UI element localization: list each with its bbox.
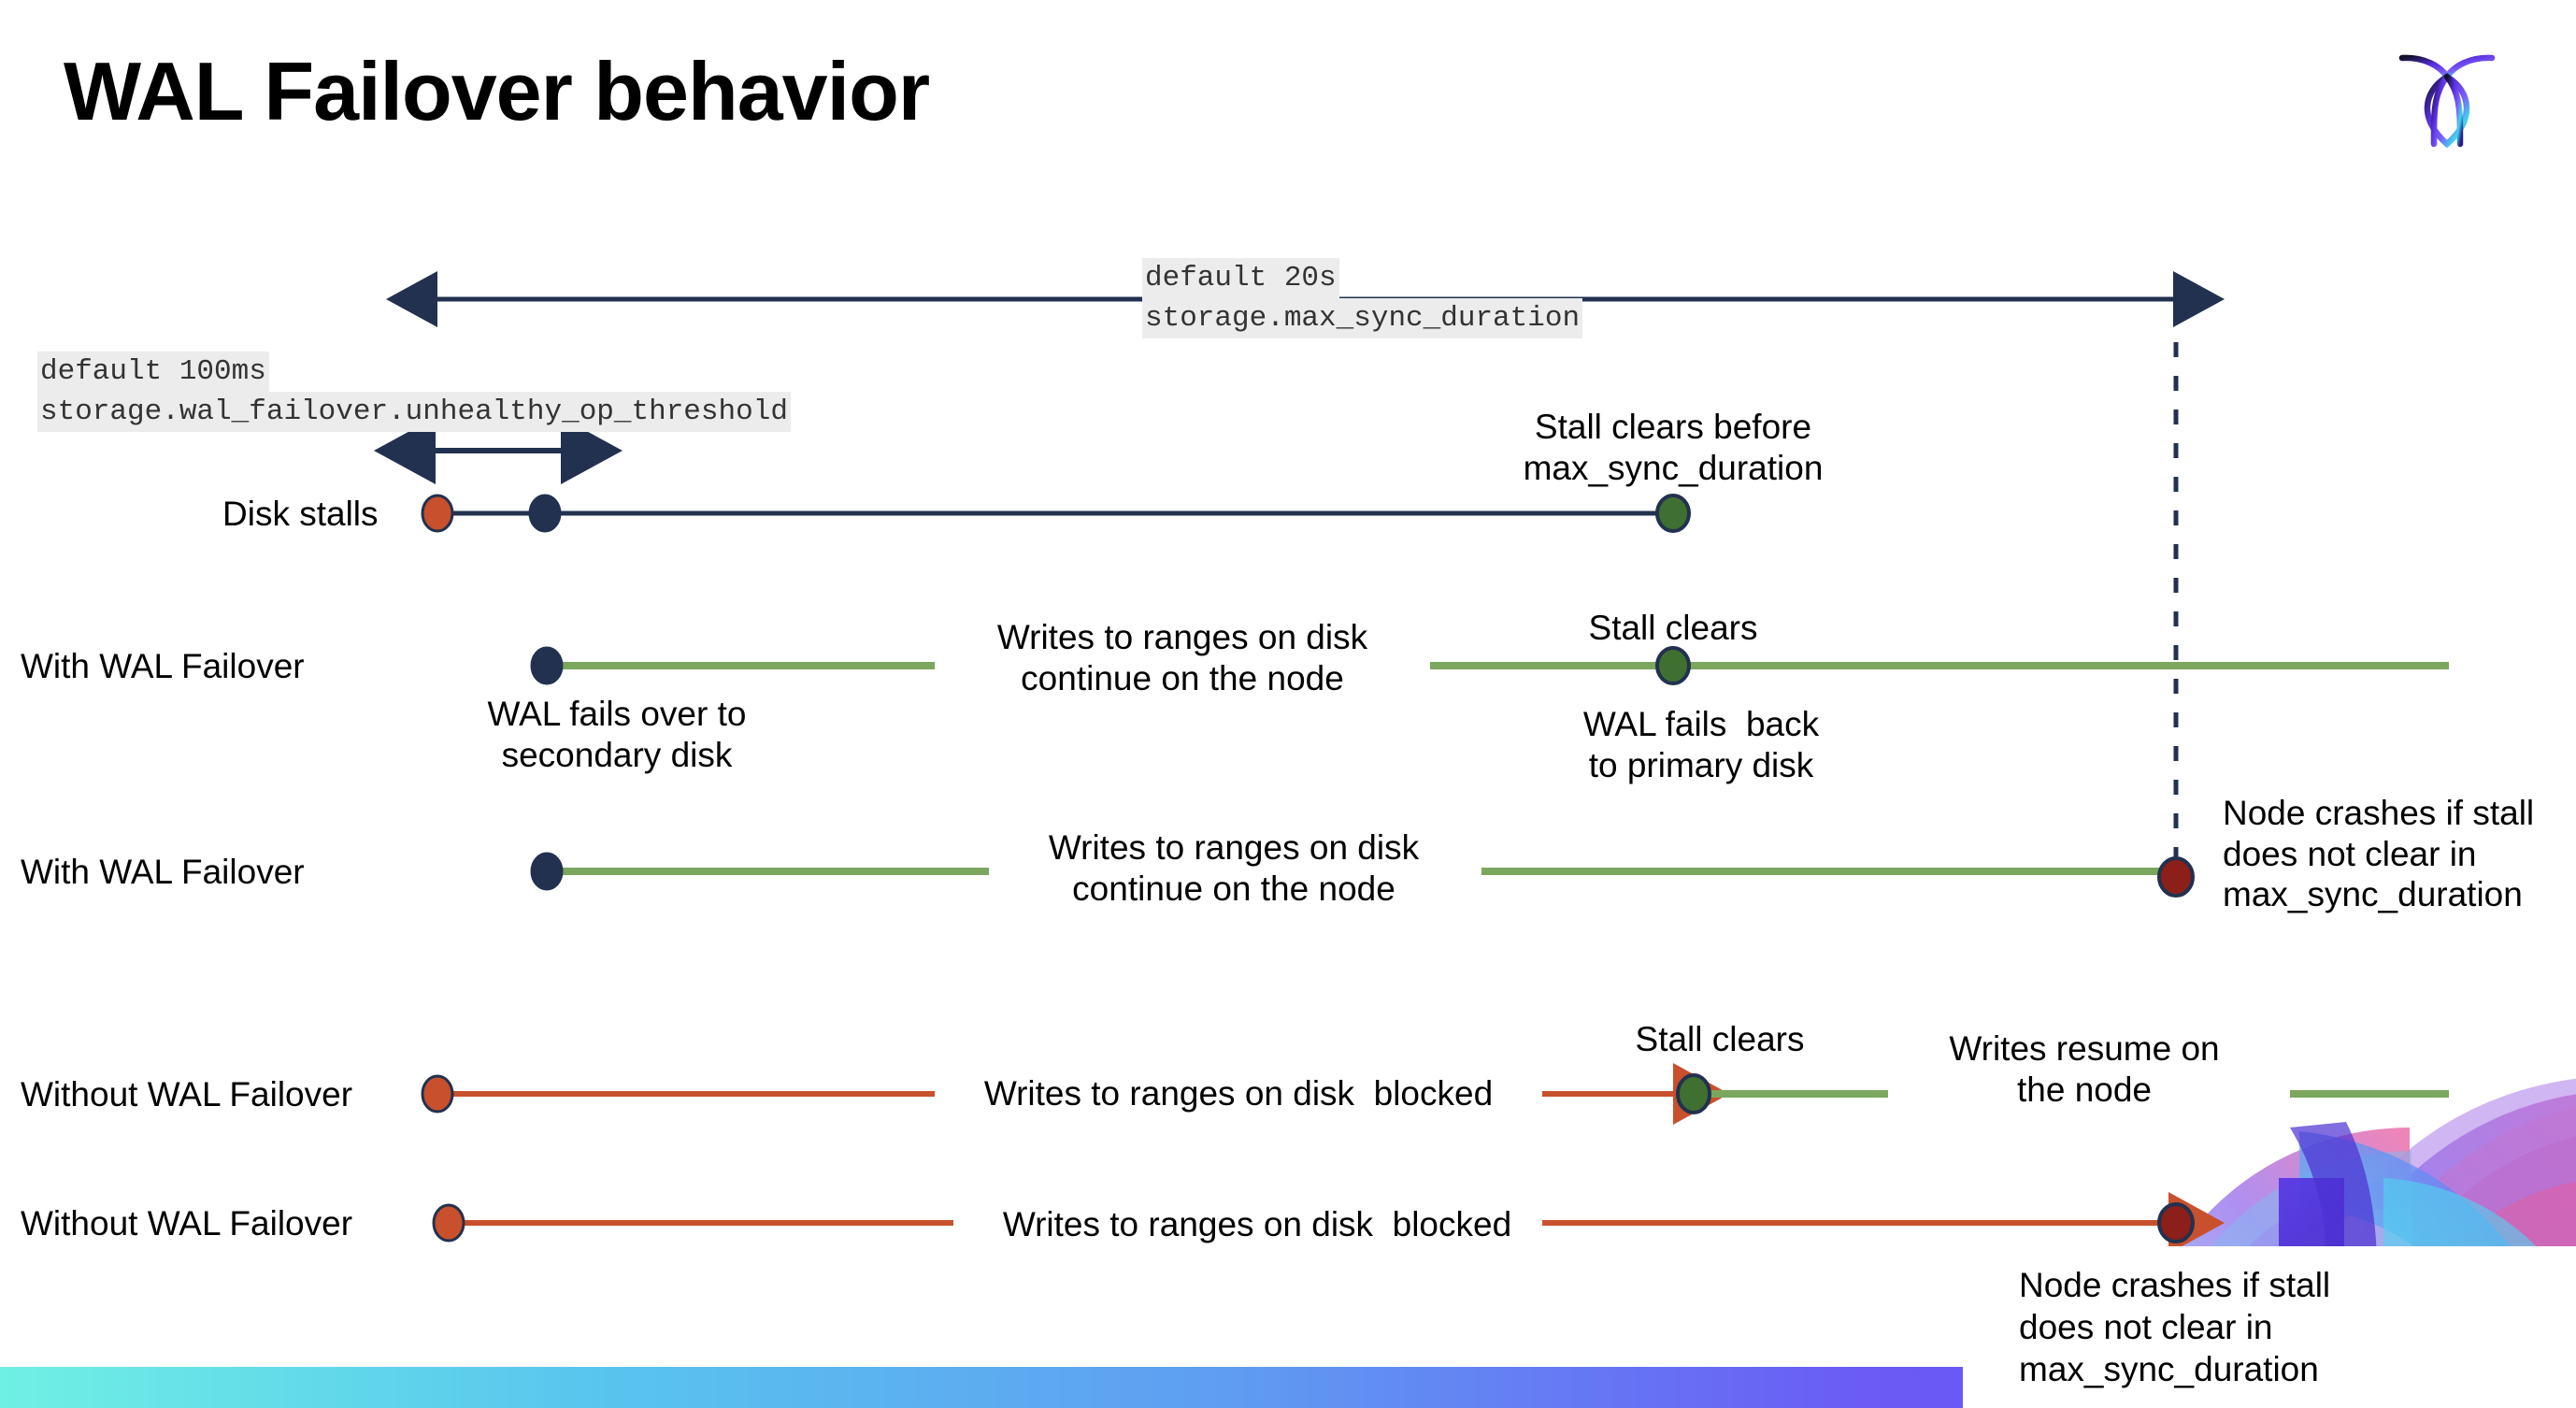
- wal-failback-dot: [1655, 646, 1691, 685]
- node-crash-dot-1: [2157, 856, 2195, 898]
- row-label-with-wal-failover-crash: With WAL Failover: [21, 853, 305, 891]
- annotation-wal-fails-over: WAL fails over to secondary disk: [487, 695, 747, 774]
- annotation-writes-continue-2: Writes to ranges on disk continue on the…: [1048, 828, 1420, 908]
- wal-failover-trigger-dot: [528, 494, 562, 533]
- wal-failover-start-dot: [530, 646, 564, 685]
- unhealthy-op-default-label: default 100ms: [37, 352, 269, 393]
- annotation-writes-blocked-2: Writes to ranges on disk blocked: [1002, 1205, 1512, 1243]
- row-label-without-wal-failover-crash: Without WAL Failover: [21, 1204, 353, 1243]
- annotation-writes-continue-1: Writes to ranges on disk continue on the…: [996, 618, 1368, 697]
- no-failover-crash-start-dot: [432, 1203, 465, 1243]
- unhealthy-op-threshold-callout: default 100ms storage.wal_failover.unhea…: [37, 352, 791, 433]
- no-failover-stall-start-dot: [421, 1074, 454, 1113]
- page-title: WAL Failover behavior: [64, 45, 930, 137]
- annotation-stall-clears-2: Stall clears: [1635, 1020, 1805, 1058]
- unhealthy-op-setting-name: storage.wal_failover.unhealthy_op_thresh…: [37, 392, 791, 433]
- disk-stall-start-dot: [421, 494, 454, 533]
- no-failover-stall-clear-dot: [1676, 1073, 1711, 1114]
- row-label-with-wal-failover-clears: With WAL Failover: [21, 647, 305, 685]
- cockroachdb-logo-icon: [2382, 34, 2512, 165]
- wal-failover-crash-start-dot: [530, 852, 564, 891]
- annotation-node-crashes-1: Node crashes if stall does not clear in …: [2223, 794, 2535, 914]
- row-label-without-wal-failover-clears: Without WAL Failover: [21, 1075, 353, 1113]
- node-crash-note-box: [1963, 1246, 2576, 1408]
- row-label-disk-stalls: Disk stalls: [222, 495, 379, 533]
- annotation-wal-fails-back: WAL fails back to primary disk: [1582, 705, 1820, 784]
- annotation-writes-resume: Writes resume on the node: [1949, 1029, 2220, 1109]
- annotation-writes-blocked-1: Writes to ranges on disk blocked: [983, 1074, 1494, 1113]
- annotation-node-crashes-2: Node crashes if stall does not clear in …: [2019, 1266, 2331, 1389]
- max-sync-duration-callout: default 20s storage.max_sync_duration: [1142, 258, 1583, 339]
- annotation-stall-clears-1: Stall clears: [1588, 609, 1758, 647]
- max-sync-setting-name: storage.max_sync_duration: [1142, 298, 1583, 339]
- annotation-stall-clears-before: Stall clears before max_sync_duration: [1523, 408, 1824, 487]
- disk-stall-clear-dot: [1655, 494, 1691, 533]
- max-sync-default-label: default 20s: [1142, 258, 1339, 299]
- node-crash-dot-2: [2157, 1202, 2195, 1243]
